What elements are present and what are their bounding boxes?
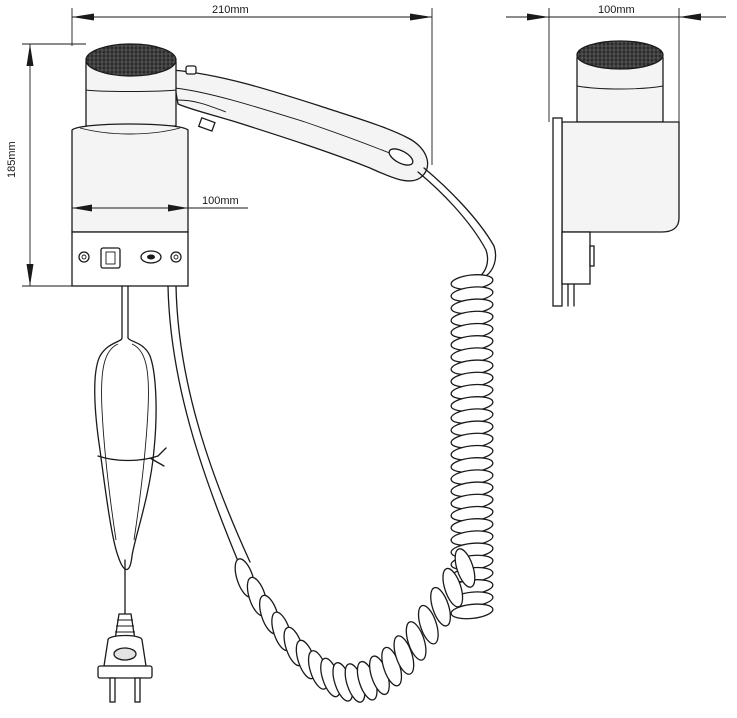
coil-ring <box>430 586 452 627</box>
coil-ring <box>417 604 439 645</box>
front-view: 210mm 185mm 100mm <box>6 4 497 703</box>
power-switch <box>100 247 121 269</box>
cable-tie <box>97 447 167 462</box>
dryer-handle <box>171 69 429 182</box>
dimension-label-185: 185mm <box>6 141 18 178</box>
mount-screw-left <box>78 251 90 263</box>
coil-ring <box>450 603 494 620</box>
dimension-label-210: 210mm <box>212 4 249 16</box>
side-air-outlet-grille <box>576 40 664 70</box>
handle-hanging-loop <box>388 148 414 166</box>
switch-panel <box>71 231 189 287</box>
coil-ring <box>454 548 476 588</box>
dimension-100-side: 100mm <box>506 4 726 122</box>
side-holder <box>561 121 680 233</box>
mount-screw-right <box>170 251 182 263</box>
air-outlet-grille <box>85 43 177 77</box>
dimension-185-height: 185mm <box>6 43 86 287</box>
coil-ring <box>442 567 464 608</box>
dimension-100-holder: 100mm <box>72 195 248 212</box>
dryer-cord-lead <box>417 171 489 279</box>
dimension-label-100-holder: 100mm <box>202 195 239 207</box>
dimension-210-width: 210mm <box>71 4 433 165</box>
dryer-holder <box>71 123 189 233</box>
side-view: 100mm <box>506 4 726 307</box>
coil-ring <box>393 635 415 675</box>
side-wall-plate <box>552 117 563 307</box>
coil-ring <box>405 621 427 661</box>
coil-lead <box>167 285 241 567</box>
power-cable <box>94 285 157 571</box>
dimension-label-100-side: 100mm <box>598 4 635 16</box>
power-plug <box>97 613 153 703</box>
